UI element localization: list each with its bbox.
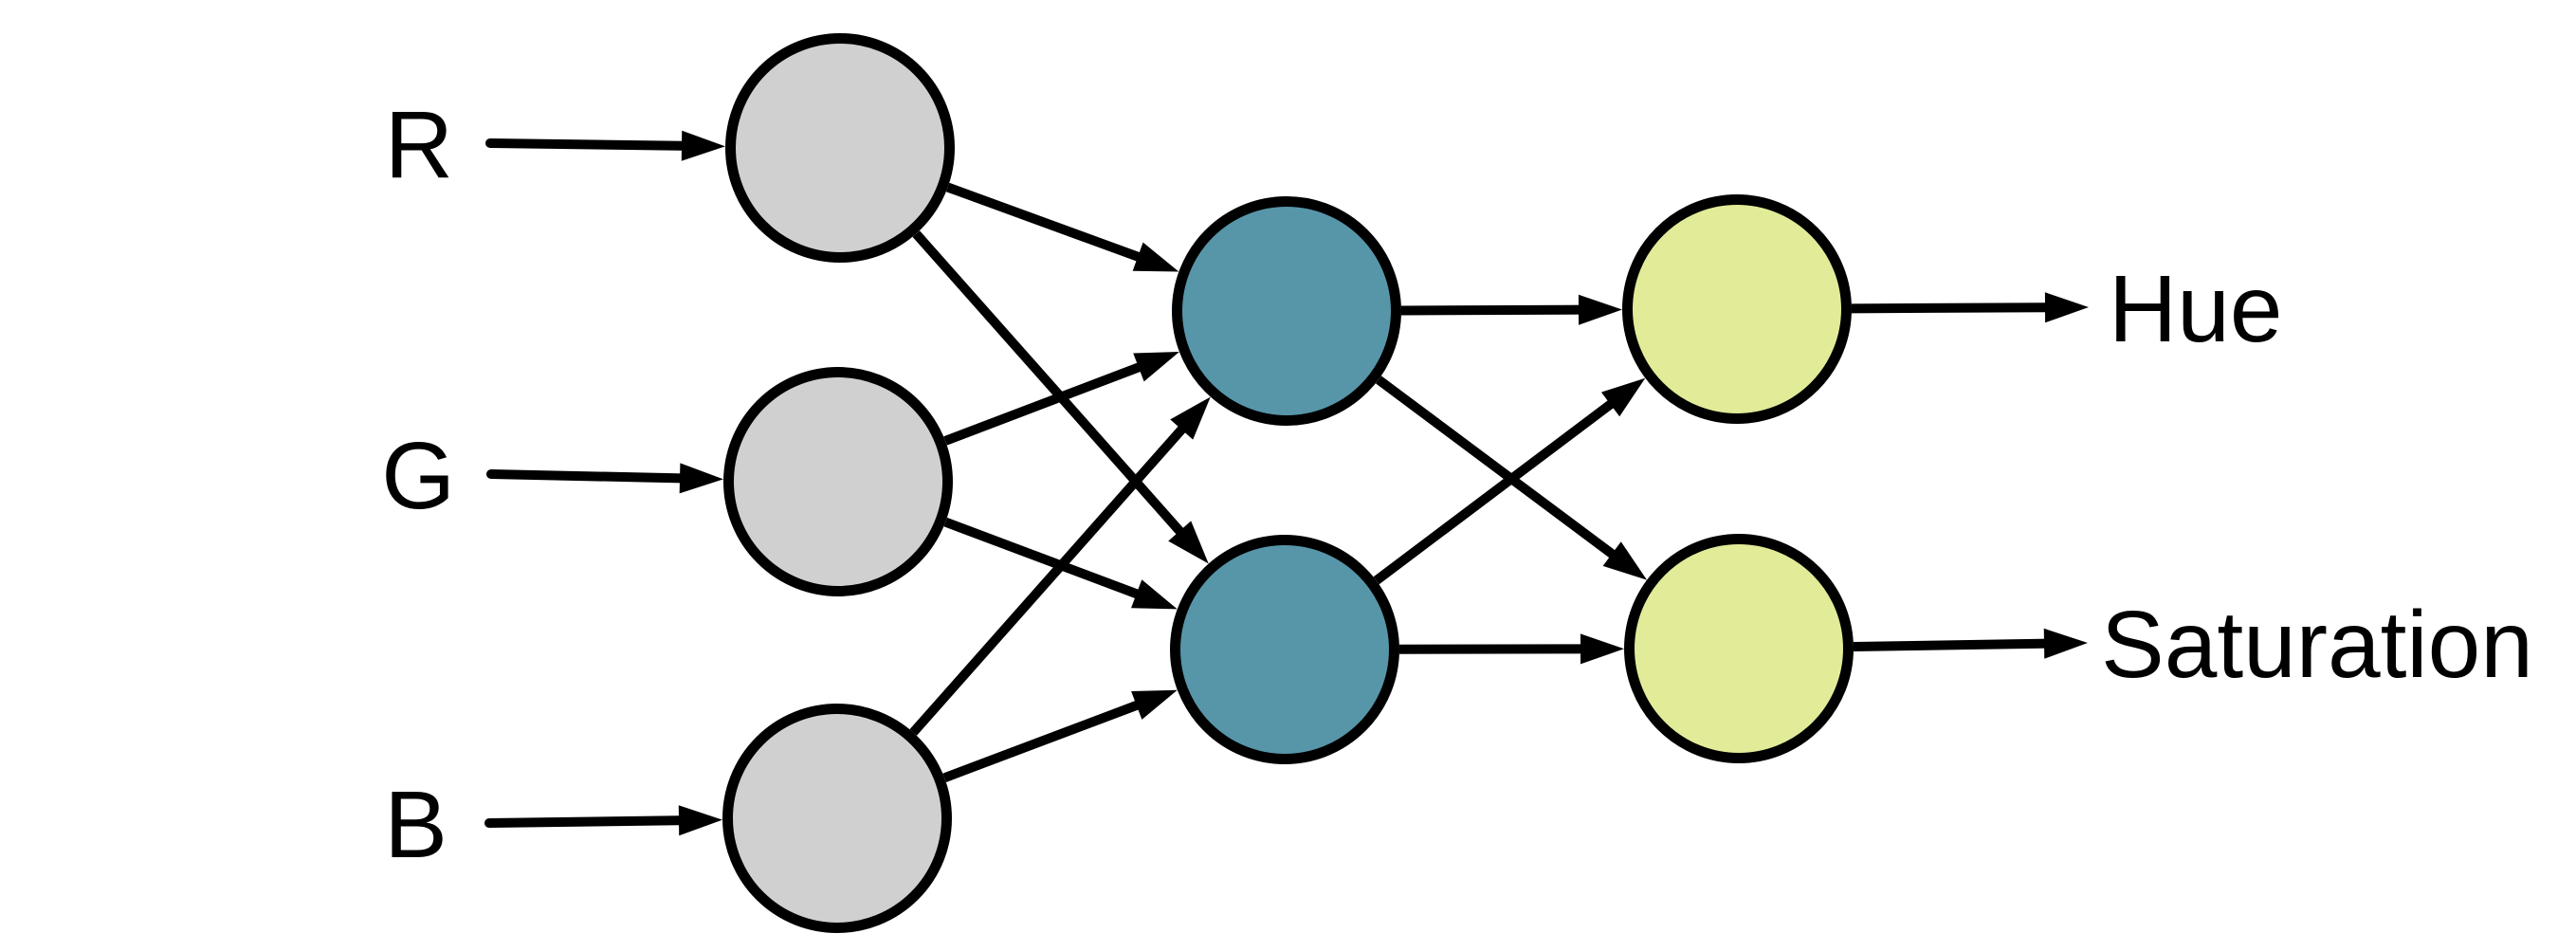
input-label-r: R <box>385 92 453 198</box>
output-label-saturation: Saturation <box>2101 592 2533 698</box>
input-arrow-r-arrowhead-icon <box>681 130 726 161</box>
input-arrow-b-line <box>484 815 692 828</box>
edge-hidden-2-output-1-line <box>1373 395 1619 585</box>
output-arrow-hue-line <box>1851 302 2054 314</box>
edge-input-2-hidden-1-arrowhead-icon <box>1133 352 1179 382</box>
edge-input-1-hidden-1-arrowhead-icon <box>1132 242 1179 272</box>
edge-input-3-hidden-1-line <box>909 420 1191 736</box>
edge-hidden-2-output-1-arrowhead-icon <box>1600 377 1646 417</box>
edge-input-1-hidden-2-line <box>912 230 1189 540</box>
edge-input-3-hidden-2-line <box>942 698 1145 782</box>
edge-hidden-2-output-2-arrowhead-icon <box>1580 633 1625 665</box>
input-label-b: B <box>384 772 448 878</box>
edge-input-3-hidden-1-arrowhead-icon <box>1170 396 1211 440</box>
node-input-2 <box>723 367 953 596</box>
node-output-2 <box>1624 534 1854 763</box>
edge-input-3-hidden-2-arrowhead-icon <box>1131 689 1178 720</box>
input-arrow-r-line <box>485 138 695 151</box>
node-hidden-1 <box>1172 196 1401 426</box>
node-hidden-2 <box>1170 535 1399 764</box>
output-arrow-saturation-line <box>1853 638 2053 652</box>
edge-input-2-hidden-1-line <box>943 359 1148 446</box>
edge-input-1-hidden-2-arrowhead-icon <box>1168 521 1209 564</box>
input-arrow-g-arrowhead-icon <box>679 463 724 494</box>
input-label-g: G <box>381 423 455 529</box>
node-output-1 <box>1622 194 1852 424</box>
output-arrow-hue-arrowhead-icon <box>2044 292 2089 323</box>
edge-hidden-1-output-2-arrowhead-icon <box>1602 541 1648 580</box>
output-arrow-saturation-arrowhead-icon <box>2043 628 2088 659</box>
input-arrow-b-arrowhead-icon <box>678 805 723 836</box>
edge-input-1-hidden-1-line <box>945 182 1147 265</box>
edge-hidden-1-output-2-line <box>1375 375 1621 562</box>
edge-input-2-hidden-2-line <box>943 517 1145 601</box>
output-label-hue: Hue <box>2109 256 2282 362</box>
input-arrow-g-line <box>486 469 693 484</box>
edge-input-2-hidden-2-arrowhead-icon <box>1131 579 1178 610</box>
node-input-3 <box>722 704 952 933</box>
edge-hidden-1-output-1-line <box>1400 304 1587 316</box>
edge-hidden-1-output-1-arrowhead-icon <box>1578 294 1623 325</box>
node-input-1 <box>725 33 955 263</box>
